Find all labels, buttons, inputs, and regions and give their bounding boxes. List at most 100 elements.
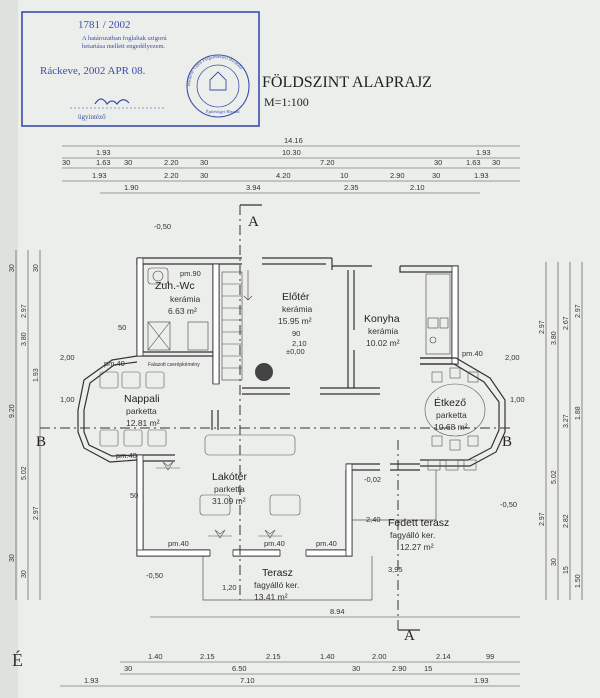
room-name-fedett: Fedett terasz: [388, 517, 449, 529]
room-area-zuh: 6.63 m²: [168, 306, 197, 316]
dim-bottom-r2-d: 1.40: [320, 652, 335, 661]
room-floor-lakoter: parketta: [214, 484, 245, 494]
room-floor-fedett: fagyálló ker.: [390, 530, 435, 540]
entry-plant: [255, 363, 273, 381]
dim-top-r3-b: 1.63: [96, 158, 111, 167]
label-pm40-c: pm.40: [168, 539, 189, 548]
plan-title: FÖLDSZINT ALAPRAJZ: [262, 73, 432, 91]
dim-left-e: 1.93: [33, 368, 40, 382]
dim-top-r3-i: 30: [492, 158, 500, 167]
label-120: 1,20: [222, 583, 237, 592]
level-mark: ±0,00: [286, 347, 305, 356]
room-name-nappali: Nappali: [124, 393, 160, 405]
furniture: [99, 367, 486, 539]
room-floor-etkezo: parketta: [436, 410, 467, 420]
room-eloter: Előtér kerámia 15.95 m²: [278, 291, 313, 326]
room-floor-konyha: kerámia: [368, 326, 399, 336]
chimney-note: Falazott cserépkémény: [148, 362, 200, 368]
label-200-right: 2,00: [505, 353, 520, 362]
dim-left-c: 30: [33, 264, 40, 272]
dim-right-d: 2.97: [575, 304, 582, 318]
dim-top-r4-d: 4.20: [276, 171, 291, 180]
corner-letter: É: [12, 649, 23, 670]
room-area-eloter: 15.95 m²: [278, 316, 312, 326]
dim-left-f: 9.20: [9, 404, 16, 418]
dim-top-r5-a: 1.90: [124, 183, 139, 192]
dim-bottom-r3-d: 2.90: [392, 664, 407, 673]
section-lines: [40, 205, 510, 630]
dim-top-r5-c: 2.35: [344, 183, 359, 192]
room-floor-terasz: fagyálló ker.: [254, 580, 299, 590]
dim-right-f: 3.27: [563, 414, 570, 428]
room-area-konyha: 10.02 m²: [366, 338, 400, 348]
room-fedett-terasz: Fedett terasz fagyálló ker. 12.27 m²: [388, 517, 449, 552]
label-level-bottom: -0,50: [146, 571, 163, 580]
staircase: [221, 270, 253, 381]
room-floor-eloter: kerámia: [282, 304, 313, 314]
room-name-konyha: Konyha: [364, 313, 400, 325]
stamp-place-date: Ráckeve, 2002 APR 08.: [40, 65, 146, 77]
room-name-terasz: Terasz: [262, 567, 293, 579]
bottom-dimension-lines: [60, 616, 520, 687]
dim-bottom-r2-g: 99: [486, 652, 494, 661]
section-a-top: A: [248, 214, 259, 230]
room-area-fedett: 12.27 m²: [400, 542, 434, 552]
dim-top-r3-c: 30: [124, 158, 132, 167]
plan-scale: M=1:100: [264, 95, 309, 109]
room-area-nappali: 12.81 m²: [126, 418, 160, 428]
label-pm40-b: pm.40: [116, 451, 137, 460]
label-210: 2,10: [292, 339, 307, 348]
dim-top-r3-h: 1.63: [466, 158, 481, 167]
room-area-etkezo: 10.68 m²: [434, 422, 468, 432]
label-200-left: 2,00: [60, 353, 75, 362]
label-level-top: -0,50: [154, 222, 171, 231]
dim-top-r5-d: 2.10: [410, 183, 425, 192]
label-pm40-e: pm.40: [316, 539, 337, 548]
room-konyha: Konyha kerámia 10.02 m²: [364, 313, 400, 348]
dim-top-r4-f: 2.90: [390, 171, 405, 180]
label-pm40-a: pm.40: [104, 359, 125, 368]
dim-right-l: 15: [563, 566, 570, 574]
dim-right-b: 3.80: [551, 331, 558, 345]
room-zuh: Zuh.-Wc kerámia 6.63 m²: [155, 280, 201, 316]
stamp-number: 1781 / 2002: [78, 19, 131, 31]
dim-bottom-r3-a: 30: [124, 664, 132, 673]
dim-right-j: 1.50: [575, 574, 582, 588]
room-nappali: Nappali parketta 12.81 m²: [124, 393, 160, 428]
dim-right-g: 1.88: [575, 406, 582, 420]
dim-bottom-r2-f: 2.14: [436, 652, 451, 661]
label-level-right: -0,50: [500, 500, 517, 509]
dim-top-r2-c: 1.93: [476, 148, 491, 157]
room-name-eloter: Előtér: [282, 291, 310, 303]
room-etkezo: Étkező parketta 10.68 m²: [434, 396, 468, 432]
stamp-line-1: A határozatban foglaltak szigorú: [82, 35, 167, 42]
label-pm40-f: pm.40: [462, 349, 483, 358]
section-b-right: B: [502, 434, 512, 450]
dim-bottom-r2-e: 2.00: [372, 652, 387, 661]
room-floor-zuh: kerámia: [170, 294, 201, 304]
label-pm40-d: pm.40: [264, 539, 285, 548]
stamp-line-2: betartása mellett engedélyezem.: [82, 43, 166, 50]
kitchen-counter: [425, 273, 451, 355]
dim-top-r3-e: 30: [200, 158, 208, 167]
stamp-signature: [94, 98, 130, 106]
dim-right-a: 2.97: [539, 320, 546, 334]
label-pm90: pm.90: [180, 269, 201, 278]
room-floor-nappali: parketta: [126, 406, 157, 416]
dim-left-j: 30: [21, 570, 28, 578]
label-90-eloter: 90: [292, 329, 300, 338]
dim-left-h: 2.97: [33, 506, 40, 520]
dim-bottom-r3-b: 6.50: [232, 664, 247, 673]
terrace-outline: [202, 470, 437, 601]
dim-top-r3-a: 30: [62, 158, 70, 167]
dim-bottom-overall: 8.94: [330, 607, 345, 616]
dim-top-r3-f: 7.20: [320, 158, 335, 167]
dim-top-r4-h: 1.93: [474, 171, 489, 180]
dim-right-i: 2.82: [563, 514, 570, 528]
room-name-etkezo: Étkező: [434, 396, 466, 409]
top-dimension-lines: [62, 145, 520, 194]
dim-top-r5-b: 3.94: [246, 183, 261, 192]
dim-top-r2-a: 1.93: [96, 148, 111, 157]
dim-top-overall: 14.16: [284, 136, 303, 145]
dim-right-c: 2.67: [563, 316, 570, 330]
